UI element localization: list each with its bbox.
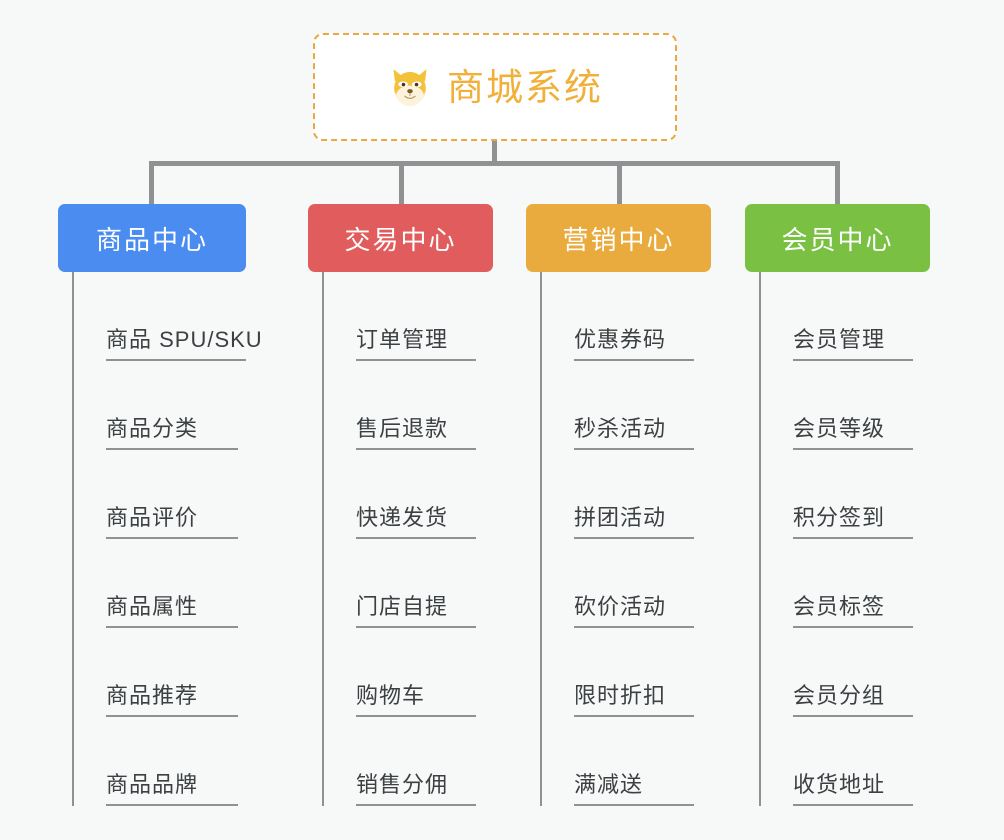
- connector-drop-4: [835, 161, 840, 204]
- leaf-item[interactable]: 收货地址: [761, 717, 930, 806]
- branch-header-4[interactable]: 会员中心: [745, 204, 930, 272]
- root-node-mall-system[interactable]: 商城系统: [313, 33, 677, 141]
- leaf-label: 积分签到: [793, 500, 913, 539]
- leaf-label: 会员管理: [793, 322, 913, 361]
- leaf-item[interactable]: 商品品牌: [74, 717, 246, 806]
- leaf-item[interactable]: 销售分佣: [324, 717, 493, 806]
- leaf-label: 售后退款: [356, 411, 476, 450]
- leaf-label: 拼团活动: [574, 500, 694, 539]
- leaf-item[interactable]: 商品评价: [74, 450, 246, 539]
- leaf-item[interactable]: 秒杀活动: [542, 361, 711, 450]
- leaf-item[interactable]: 拼团活动: [542, 450, 711, 539]
- leaf-item[interactable]: 购物车: [324, 628, 493, 717]
- leaf-label: 限时折扣: [574, 678, 694, 717]
- leaf-label: 满减送: [574, 767, 694, 806]
- leaf-item[interactable]: 商品推荐: [74, 628, 246, 717]
- leaf-item[interactable]: 售后退款: [324, 361, 493, 450]
- leaf-item[interactable]: 订单管理: [324, 272, 493, 361]
- leaf-label: 商品推荐: [106, 678, 238, 717]
- branch-header-1[interactable]: 商品中心: [58, 204, 246, 272]
- leaf-label: 商品品牌: [106, 767, 238, 806]
- branch-column-3: 营销中心 优惠券码 秒杀活动 拼团活动 砍价活动 限时折扣 满减送: [526, 204, 711, 806]
- branch-header-2[interactable]: 交易中心: [308, 204, 493, 272]
- leaf-label: 门店自提: [356, 589, 476, 628]
- leaf-item[interactable]: 优惠券码: [542, 272, 711, 361]
- branch-leaves-2: 订单管理 售后退款 快递发货 门店自提 购物车 销售分佣: [322, 272, 493, 806]
- connector-bus: [149, 161, 840, 166]
- branch-leaves-1: 商品 SPU/SKU 商品分类 商品评价 商品属性 商品推荐 商品品牌: [72, 272, 262, 806]
- leaf-label: 砍价活动: [574, 589, 694, 628]
- leaf-label: 优惠券码: [574, 322, 694, 361]
- leaf-label: 销售分佣: [356, 767, 476, 806]
- leaf-item[interactable]: 会员分组: [761, 628, 930, 717]
- leaf-label: 会员标签: [793, 589, 913, 628]
- leaf-label: 会员分组: [793, 678, 913, 717]
- leaf-item[interactable]: 商品分类: [74, 361, 246, 450]
- leaf-label: 秒杀活动: [574, 411, 694, 450]
- leaf-item[interactable]: 满减送: [542, 717, 711, 806]
- leaf-item[interactable]: 积分签到: [761, 450, 930, 539]
- leaf-item[interactable]: 砍价活动: [542, 539, 711, 628]
- connector-drop-2: [399, 161, 404, 204]
- leaf-item[interactable]: 商品属性: [74, 539, 246, 628]
- connector-root-stem: [492, 141, 497, 163]
- dog-face-icon: [393, 69, 427, 107]
- leaf-label: 收货地址: [793, 767, 913, 806]
- leaf-label: 商品评价: [106, 500, 238, 539]
- leaf-item[interactable]: 会员等级: [761, 361, 930, 450]
- leaf-label: 快递发货: [356, 500, 476, 539]
- connector-drop-1: [149, 161, 154, 204]
- leaf-label: 商品分类: [106, 411, 238, 450]
- leaf-label: 订单管理: [356, 322, 476, 361]
- connector-drop-3: [617, 161, 622, 204]
- leaf-item[interactable]: 会员标签: [761, 539, 930, 628]
- branch-leaves-3: 优惠券码 秒杀活动 拼团活动 砍价活动 限时折扣 满减送: [540, 272, 711, 806]
- branch-leaves-4: 会员管理 会员等级 积分签到 会员标签 会员分组 收货地址: [759, 272, 930, 806]
- branch-column-1: 商品中心 商品 SPU/SKU 商品分类 商品评价 商品属性 商品推荐 商品品牌: [58, 204, 262, 806]
- branch-header-3[interactable]: 营销中心: [526, 204, 711, 272]
- leaf-label: 商品 SPU/SKU: [106, 322, 262, 361]
- leaf-label: 会员等级: [793, 411, 913, 450]
- leaf-item[interactable]: 快递发货: [324, 450, 493, 539]
- leaf-item[interactable]: 会员管理: [761, 272, 930, 361]
- root-node-title: 商城系统: [447, 66, 603, 108]
- branch-column-4: 会员中心 会员管理 会员等级 积分签到 会员标签 会员分组 收货地址: [745, 204, 930, 806]
- leaf-label: 商品属性: [106, 589, 238, 628]
- leaf-label: 购物车: [356, 678, 476, 717]
- branch-column-2: 交易中心 订单管理 售后退款 快递发货 门店自提 购物车 销售分佣: [308, 204, 493, 806]
- leaf-item[interactable]: 商品 SPU/SKU: [74, 272, 262, 361]
- leaf-item[interactable]: 限时折扣: [542, 628, 711, 717]
- leaf-item[interactable]: 门店自提: [324, 539, 493, 628]
